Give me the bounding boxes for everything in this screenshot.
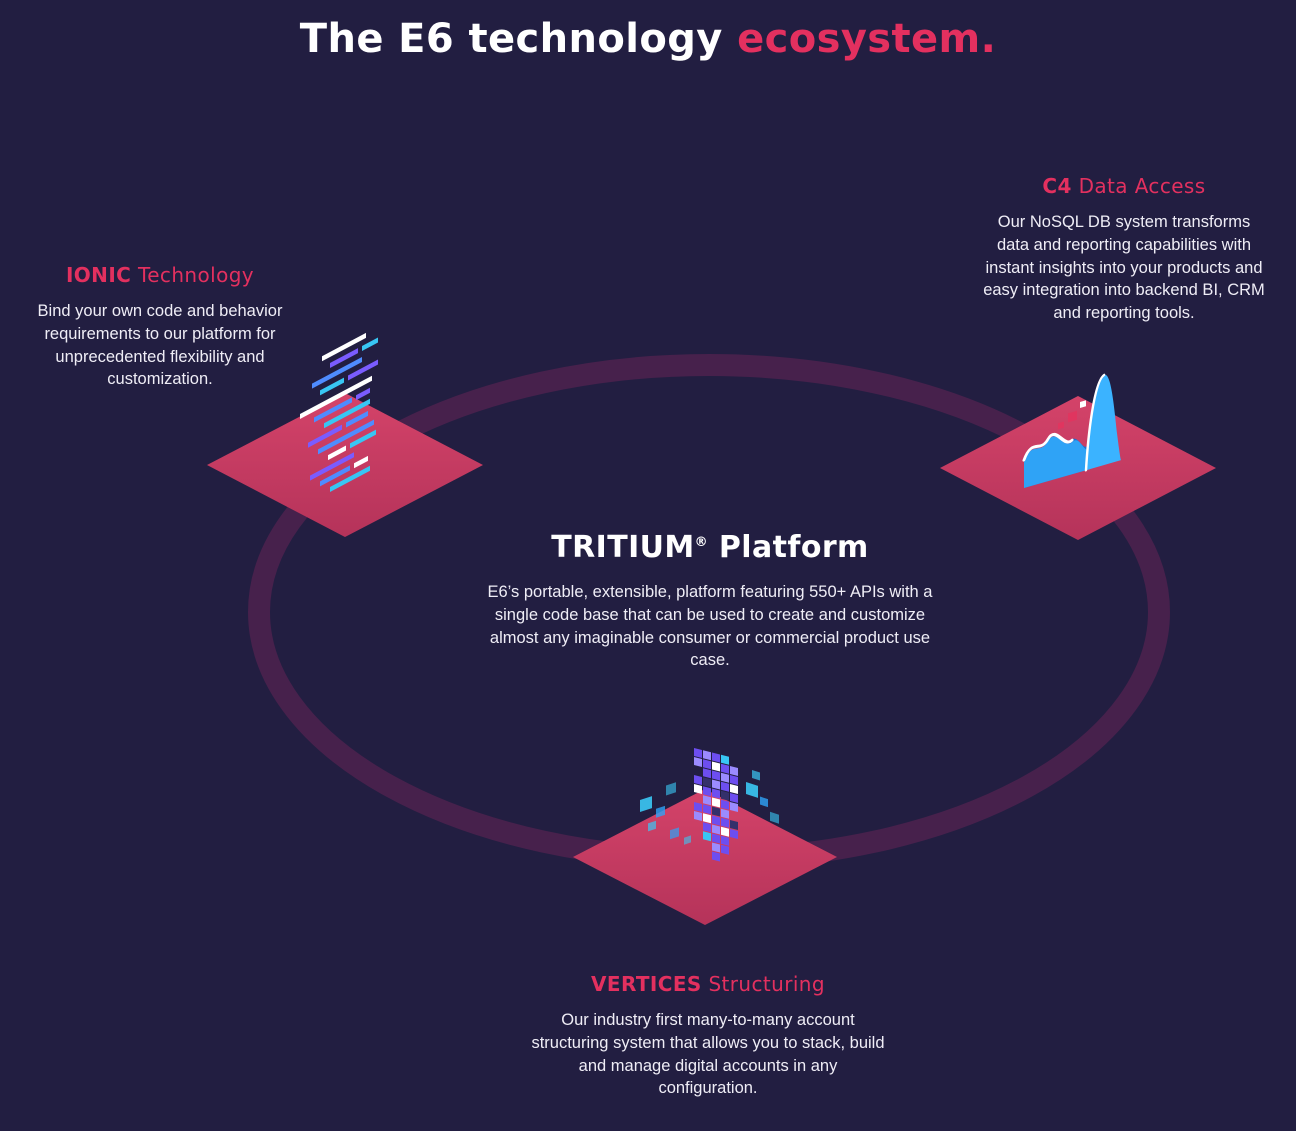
- tritium-section: TRITIUM® Platform E6’s portable, extensi…: [478, 530, 942, 672]
- tritium-description: E6’s portable, extensible, platform feat…: [487, 583, 933, 670]
- ionic-section: IONIC Technology Bind your own code and …: [24, 263, 296, 391]
- page-title-main: The E6 technology: [299, 16, 738, 62]
- vertices-platform-diamond: [573, 789, 837, 925]
- c4-heading: C4 Data Access: [980, 174, 1268, 198]
- vertices-heading-suffix: Structuring: [701, 972, 825, 996]
- ionic-heading: IONIC Technology: [24, 263, 296, 287]
- isometric-code-lines-icon: [300, 332, 378, 493]
- isometric-pixel-grid-icon: [694, 748, 738, 862]
- ionic-platform-diamond: [207, 393, 483, 537]
- tritium-heading: TRITIUM® Platform: [478, 530, 942, 565]
- pixel-scatter-right-icon: [746, 769, 779, 824]
- c4-section: C4 Data Access Our NoSQL DB system trans…: [980, 174, 1268, 325]
- page-title-accent: ecosystem.: [737, 16, 997, 62]
- vertices-heading: VERTICES Structuring: [528, 972, 888, 996]
- registered-trademark-symbol: ®: [694, 535, 709, 550]
- ionic-description: Bind your own code and behavior requirem…: [37, 302, 283, 389]
- vertices-section: VERTICES Structuring Our industry first …: [528, 972, 888, 1100]
- vertices-description: Our industry first many-to-many account …: [531, 1011, 885, 1098]
- c4-description: Our NoSQL DB system transforms data and …: [983, 213, 1265, 323]
- vertices-heading-name: VERTICES: [591, 972, 702, 996]
- tritium-heading-name: TRITIUM: [551, 530, 695, 565]
- ionic-heading-suffix: Technology: [131, 263, 255, 287]
- tritium-heading-suffix: Platform: [708, 530, 869, 565]
- pixel-scatter-left-icon: [640, 782, 691, 845]
- c4-heading-suffix: Data Access: [1071, 174, 1206, 198]
- isometric-area-chart-icon: [1022, 373, 1121, 488]
- c4-heading-name: C4: [1042, 174, 1072, 198]
- page-title: The E6 technology ecosystem.: [0, 16, 1296, 62]
- ionic-heading-name: IONIC: [65, 263, 132, 287]
